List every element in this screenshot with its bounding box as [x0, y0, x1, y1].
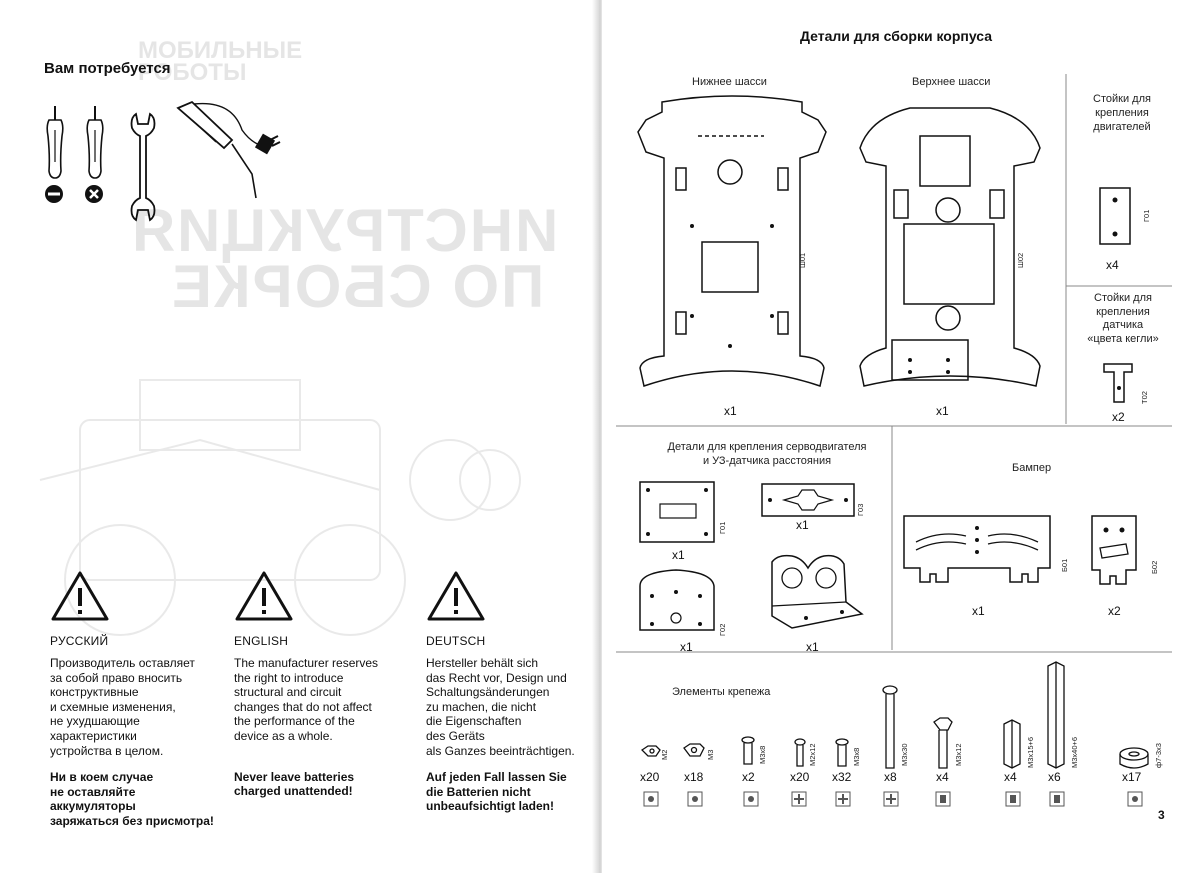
tools-heading: Вам потребуется: [44, 60, 171, 77]
lower-chassis-qty: x1: [724, 404, 737, 418]
parts-title: Детали для сборки корпуса: [800, 28, 993, 44]
screw-m3x8-icon: [835, 738, 849, 767]
fastener-drawings: [640, 661, 1149, 769]
fastener-code: ф7-3x3: [1154, 743, 1163, 768]
upper-chassis-qty: x1: [936, 404, 949, 418]
fasteners-label: Элементы крепежа: [672, 686, 771, 698]
upper-chassis-code: Ш02: [1016, 252, 1025, 268]
sensor-post-drawing: [1103, 363, 1133, 403]
fastener-code: M3: [706, 749, 715, 760]
fastener-qty: x8: [884, 770, 897, 784]
upper-chassis-label: Верхнее шасси: [912, 76, 991, 88]
fastener-code: M2x12: [808, 743, 817, 766]
wrench-icon: [130, 112, 156, 222]
soldering-iron-icon: [176, 100, 281, 199]
fastener-qty: x6: [1048, 770, 1061, 784]
sensor-posts-qty: x2: [1112, 410, 1125, 424]
servo-g01-code: Г01: [718, 521, 727, 534]
nut-m2-icon: [640, 745, 661, 757]
page-number: 3: [1158, 808, 1165, 822]
phillips-screwdriver-icon: [85, 106, 104, 203]
right-page: Детали для сборки корпуса Нижнее шасси: [602, 0, 1200, 873]
fastener-top-views: [643, 791, 1143, 807]
language-label: ENGLISH: [234, 634, 289, 648]
sensor-post-code: Т02: [1140, 391, 1149, 404]
fastener-qty: x4: [936, 770, 949, 784]
servo-plate-g01-drawing: [639, 481, 715, 543]
fastener-qty: x2: [742, 770, 755, 784]
bumper-b01-qty: x1: [972, 604, 985, 618]
fastener-code: M3x8: [758, 745, 767, 764]
bolt-m3x12-icon: [933, 717, 953, 769]
servo-g03-code: Г03: [856, 503, 865, 516]
watermark-robot-sketch: [39, 379, 521, 636]
servo-g02-code: Г02: [718, 623, 727, 636]
screw-m2x12-icon: [794, 738, 806, 767]
fastener-qty: x20: [640, 770, 660, 784]
lower-chassis-drawing: [637, 95, 827, 387]
bumper-b02-qty: x2: [1108, 604, 1121, 618]
screw-m3x30-icon: [882, 685, 898, 769]
bumper-b01-drawing: [903, 515, 1051, 583]
servo-g03-qty: x1: [796, 518, 809, 532]
left-page: МОБИЛЬНЫЕ РОБОТЫ ИНСТРУКЦИЯ ПО СБОРКЕ Ва…: [0, 0, 598, 873]
fastener-qty: x17: [1122, 770, 1142, 784]
upper-chassis-drawing: [859, 107, 1041, 387]
servo-g02-qty: x1: [680, 640, 693, 654]
language-label: РУССКИЙ: [50, 634, 109, 648]
warning-icon: [427, 571, 485, 621]
motor-posts-qty: x4: [1106, 258, 1119, 272]
lower-chassis-code: Ш01: [798, 252, 807, 268]
ultrasonic-bracket-qty: x1: [806, 640, 819, 654]
fastener-code: M3x30: [900, 743, 909, 766]
fastener-code: M3x15+6: [1026, 736, 1035, 768]
fastener-qty: x18: [684, 770, 704, 784]
motor-post-drawing: [1099, 187, 1131, 245]
ultrasonic-bracket-drawing: [771, 554, 864, 629]
bumper-label: Бампер: [1012, 462, 1052, 474]
bumper-b01-code: Б01: [1060, 558, 1069, 572]
fastener-code: M3x12: [954, 743, 963, 766]
fastener-code: M3x40+6: [1070, 736, 1079, 768]
motor-post-code: Г01: [1142, 209, 1151, 222]
bumper-b02-code: Б02: [1150, 560, 1159, 574]
section-frames: [616, 74, 1172, 653]
watermark-logo: МОБИЛЬНЫЕ РОБОТЫ: [138, 37, 303, 86]
warning-icon: [235, 571, 293, 621]
standoff-m3x15-icon: [1003, 719, 1021, 769]
bumper-b02-drawing: [1091, 515, 1137, 585]
language-label: DEUTSCH: [426, 634, 486, 648]
servo-plate-g02-drawing: [639, 569, 715, 631]
fastener-code: M2: [660, 749, 669, 760]
servo-plate-g03-drawing: [761, 483, 855, 517]
nut-m3-icon: [683, 743, 705, 757]
screw-m3x8-icon: [741, 736, 755, 765]
lower-chassis-label: Нижнее шасси: [692, 76, 767, 88]
standoff-m3x40-icon: [1047, 661, 1065, 769]
watermark-title-2: ПО СБОРКЕ: [170, 253, 545, 320]
flat-screwdriver-icon: [45, 106, 64, 203]
fastener-qty: x32: [832, 770, 852, 784]
fastener-code: M3x8: [852, 747, 861, 766]
washer-icon: [1119, 747, 1149, 769]
warning-icon: [51, 571, 109, 621]
fastener-qty: x20: [790, 770, 810, 784]
servo-g01-qty: x1: [672, 548, 685, 562]
fastener-qty: x4: [1004, 770, 1017, 784]
